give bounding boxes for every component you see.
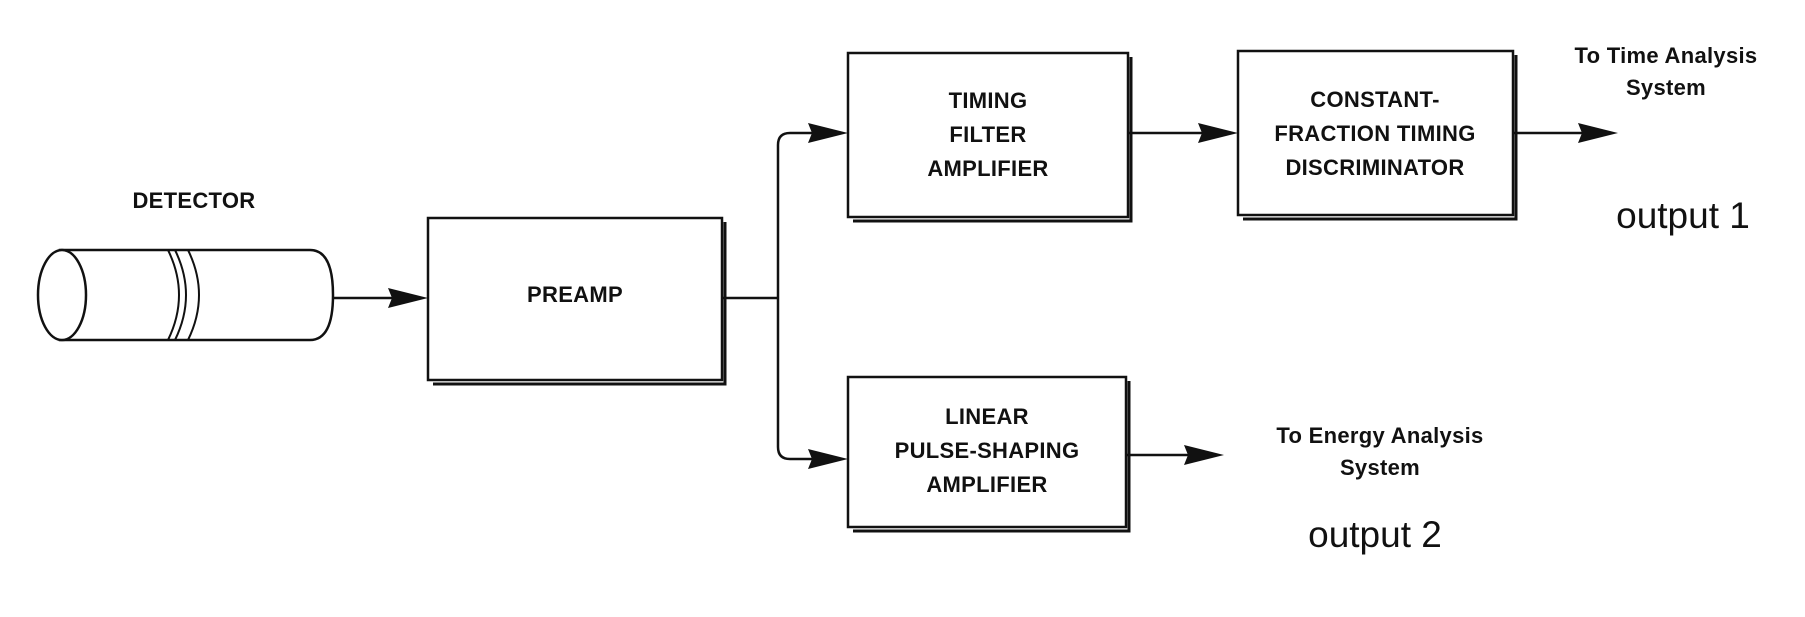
- cf-timing-discriminator-block: CONSTANT- FRACTION TIMING DISCRIMINATOR: [1236, 49, 1518, 221]
- detector-icon: [36, 248, 335, 342]
- arrowhead: [1578, 123, 1618, 143]
- arrowhead: [808, 123, 848, 143]
- block-label-line: FILTER: [949, 122, 1026, 147]
- time-analysis-label: System: [1626, 75, 1706, 100]
- split-to-timing-wire: [776, 131, 812, 146]
- linear-pulse-shaping-amplifier-block: LINEAR PULSE-SHAPING AMPLIFIER: [846, 375, 1131, 533]
- detector-label: DETECTOR: [132, 188, 255, 213]
- arrowhead: [1184, 445, 1224, 465]
- block-label-line: LINEAR: [945, 404, 1029, 429]
- timing-filter-amplifier-block: TIMING FILTER AMPLIFIER: [846, 51, 1133, 223]
- preamp-label: PREAMP: [527, 282, 623, 307]
- block-label-line: AMPLIFIER: [927, 156, 1048, 181]
- block-label-line: PULSE-SHAPING: [895, 438, 1080, 463]
- energy-analysis-label: System: [1340, 455, 1420, 480]
- arrowhead: [808, 449, 848, 469]
- output-2-caption: output 2: [1308, 514, 1442, 555]
- block-label-line: DISCRIMINATOR: [1285, 155, 1464, 180]
- output-1-caption: output 1: [1616, 195, 1750, 236]
- block-label-line: CONSTANT-: [1310, 87, 1439, 112]
- energy-analysis-label: To Energy Analysis: [1276, 423, 1483, 448]
- arrowhead: [388, 288, 428, 308]
- block-label-line: TIMING: [949, 88, 1028, 113]
- block-label-line: FRACTION TIMING: [1274, 121, 1475, 146]
- split-to-linear-wire: [776, 446, 812, 461]
- block-label-line: AMPLIFIER: [926, 472, 1047, 497]
- time-analysis-label: To Time Analysis: [1575, 43, 1758, 68]
- preamp-block: PREAMP: [426, 216, 727, 386]
- arrowhead: [1198, 123, 1238, 143]
